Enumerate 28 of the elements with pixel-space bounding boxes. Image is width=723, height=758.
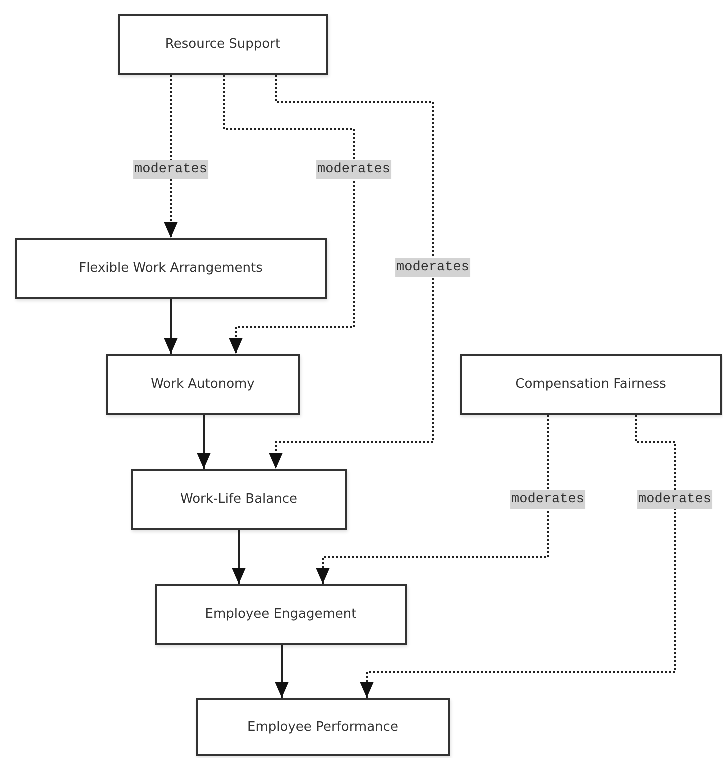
process-box (196, 698, 450, 756)
process-box (155, 584, 407, 645)
edge-label: moderates (134, 160, 208, 180)
edge-label: moderates (316, 160, 392, 180)
edge-label: moderates (396, 258, 470, 278)
process-box (131, 469, 347, 530)
edge-label: moderates (638, 490, 712, 510)
node-label: Resource Support (165, 37, 281, 52)
dotted-arrow (164, 75, 178, 238)
node-label: Employee Performance (248, 720, 398, 734)
dotted-arrow (360, 415, 676, 698)
arrow (197, 415, 211, 469)
arrow (232, 530, 246, 584)
dotted-arrow (316, 415, 549, 584)
node-label: Flexible Work Arrangements (79, 261, 263, 276)
node-label: Employee Engagement (205, 607, 357, 622)
node-label: Work Autonomy (151, 377, 255, 392)
edge-label: moderates (510, 490, 586, 510)
process-box (460, 354, 722, 415)
node-label: Work-Life Balance (180, 492, 298, 507)
arrow (275, 645, 289, 698)
arrow (164, 299, 178, 354)
dotted-arrow (269, 75, 434, 469)
process-box (118, 14, 328, 75)
process-box (106, 354, 300, 415)
process-box (15, 238, 327, 299)
dotted-arrow (223, 75, 355, 354)
node-label: Compensation Fairness (516, 377, 666, 392)
